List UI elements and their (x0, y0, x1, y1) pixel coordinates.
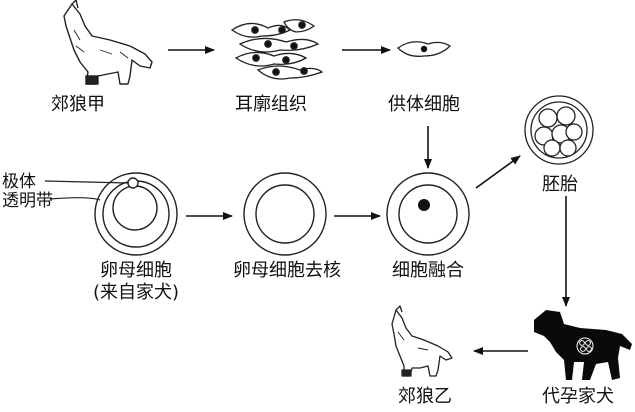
label-polar-body: 极体 (2, 172, 36, 192)
embryo (524, 95, 594, 165)
label-enucleated: 卵母细胞去核 (233, 260, 341, 281)
dog-icon (534, 310, 632, 380)
label-wolf-b: 郊狼乙 (398, 386, 452, 407)
label-zona: 透明带 (2, 191, 53, 211)
howling-wolf-icon (391, 305, 453, 377)
donor-cell (396, 41, 452, 57)
fused-cell (386, 172, 470, 256)
label-oocyte: 卵母细胞 (100, 260, 172, 281)
pointer-zona (49, 197, 101, 201)
ear-tissue-cells (230, 19, 324, 80)
label-surrogate: 代孕家犬 (542, 386, 614, 407)
oocyte (94, 172, 178, 256)
label-wolf-a: 郊狼甲 (51, 94, 105, 115)
label-oocyte-source: (来自家犬) (93, 282, 179, 303)
label-embryo: 胚胎 (542, 174, 578, 195)
arrow-fusion-to-embryo (475, 155, 521, 189)
enucleated-oocyte (243, 172, 327, 256)
pointer-polar-body (44, 180, 129, 184)
label-fusion: 细胞融合 (392, 260, 464, 281)
howling-wolf-icon (63, 0, 153, 85)
label-ear-tissue: 耳廓组织 (235, 94, 307, 115)
label-donor-cell: 供体细胞 (388, 94, 460, 115)
